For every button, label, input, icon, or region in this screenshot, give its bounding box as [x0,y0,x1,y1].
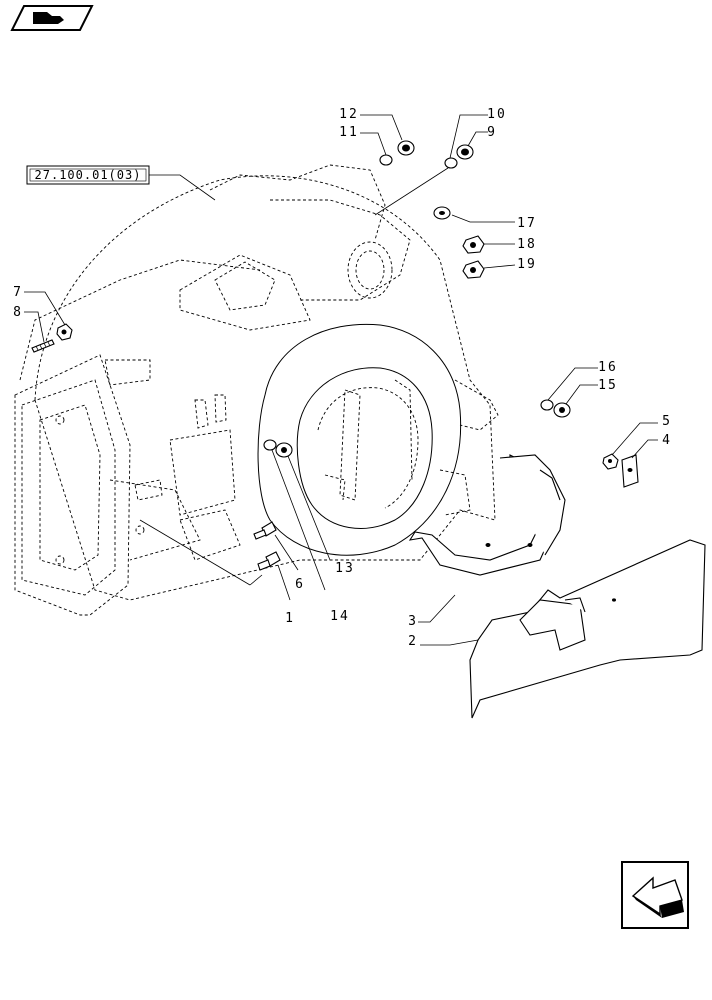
book-hand-icon[interactable] [10,5,94,31]
part-plug-18 [462,235,485,254]
callout-labels: 1 2 3 4 5 6 7 8 9 10 11 12 13 14 15 16 1… [13,107,672,649]
reference-box-label: 27.100.01(03) [35,168,142,182]
callout-19[interactable]: 19 [517,257,537,272]
callout-6[interactable]: 6 [295,577,305,592]
part-bolt-1 [257,551,281,571]
bell-housing-ring [257,323,462,556]
part-nut-5 [602,453,619,470]
callout-2[interactable]: 2 [408,634,418,649]
part-nut-7 [56,323,73,341]
callout-12[interactable]: 12 [339,107,359,122]
callout-17[interactable]: 17 [517,216,537,231]
part-oring-16 [540,399,554,411]
callout-1[interactable]: 1 [285,611,295,626]
part-plug-19 [462,260,485,279]
part-plate-2 [469,539,706,719]
callout-18[interactable]: 18 [517,237,537,252]
part-stud [31,339,55,353]
prev-page-arrow-icon[interactable] [621,861,689,929]
part-washer-17 [433,206,451,220]
callout-13[interactable]: 13 [335,561,355,576]
callout-15[interactable]: 15 [598,378,618,393]
callout-10[interactable]: 10 [487,107,507,122]
callout-8[interactable]: 8 [13,305,23,320]
part-bracket-4 [621,454,639,488]
callout-7[interactable]: 7 [13,285,23,300]
part-bolt-6 [253,521,277,540]
part-oring-10 [444,157,458,169]
callout-4[interactable]: 4 [662,433,672,448]
part-guard-3 [408,454,566,576]
callout-11[interactable]: 11 [339,125,359,140]
part-plug-15 [553,402,571,418]
part-plug-12 [397,140,415,156]
transmission-housing-drawing [14,164,499,616]
part-oring-11 [379,154,393,166]
callout-5[interactable]: 5 [662,414,672,429]
part-plug-13 [275,442,293,458]
callout-3[interactable]: 3 [408,614,418,629]
reference-box[interactable]: 27.100.01(03) [26,165,150,185]
callout-16[interactable]: 16 [598,360,618,375]
callout-9[interactable]: 9 [487,125,497,140]
part-plug-9 [456,144,474,160]
callout-14[interactable]: 14 [330,609,350,624]
part-oring-14 [263,439,277,451]
